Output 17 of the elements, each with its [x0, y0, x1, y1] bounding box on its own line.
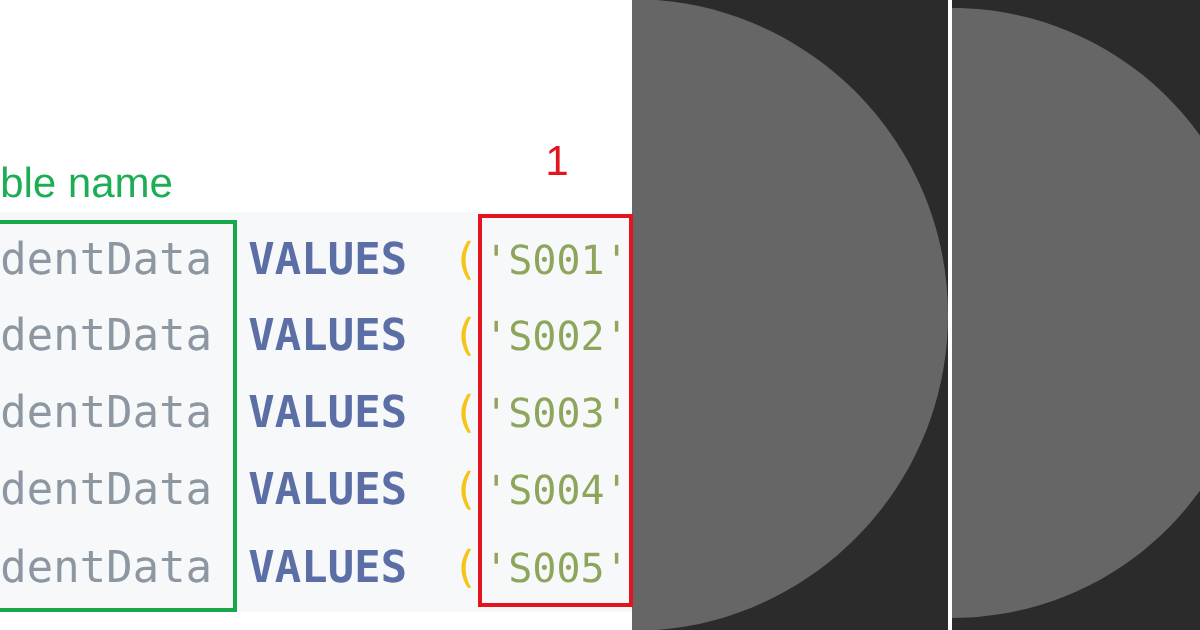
code-text: 'S002': [494, 320, 619, 351]
keyword: VALUES: [249, 471, 405, 505]
code-text: 'S004': [494, 474, 619, 505]
heading: 1: [548, 146, 567, 175]
code-text: dentData: [2, 240, 209, 275]
code-text: 'S001': [494, 244, 619, 275]
code-text: 'S003': [494, 397, 619, 428]
code-text: 'S005': [494, 552, 619, 583]
keyword: VALUES: [249, 241, 405, 275]
code-text: dentData: [2, 393, 209, 428]
keyword: VALUES: [249, 317, 405, 351]
code-text: dentData: [2, 548, 209, 583]
heading: ble name: [2, 166, 172, 198]
keyword: VALUES: [249, 394, 405, 428]
keyword: VALUES: [249, 549, 405, 583]
code-text: dentData: [2, 470, 209, 505]
code-text: dentData: [2, 316, 209, 351]
